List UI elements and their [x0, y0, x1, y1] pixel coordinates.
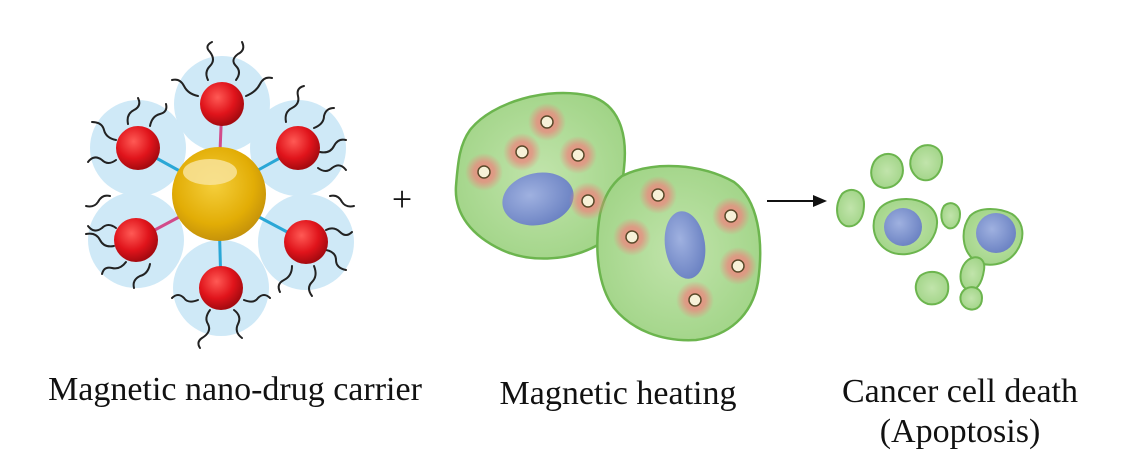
- nano-drug-carrier: [85, 41, 355, 349]
- label-cancer-cell-death-line1: Cancer cell death: [842, 373, 1078, 410]
- apoptotic-bodies: [836, 144, 1024, 311]
- process-arrow: [767, 195, 827, 207]
- nucleus-left: [502, 172, 574, 226]
- label-magnetic-heating: Magnetic heating: [499, 375, 737, 412]
- drug-particles: [114, 82, 328, 310]
- heat-spots: [465, 103, 757, 319]
- core-highlight: [183, 159, 237, 185]
- apoptotic-nuclei: [884, 208, 1016, 253]
- label-cancer-cell-death: Cancer cell death (Apoptosis): [815, 372, 1105, 452]
- polymer-chains: [85, 41, 355, 349]
- label-magnetic-nano-drug-carrier: Magnetic nano-drug carrier: [48, 371, 422, 408]
- nucleus-right: [664, 211, 706, 279]
- plus-sign: +: [392, 179, 412, 219]
- magnetic-heating-cells: [454, 91, 762, 342]
- label-apoptosis: (Apoptosis): [879, 413, 1041, 450]
